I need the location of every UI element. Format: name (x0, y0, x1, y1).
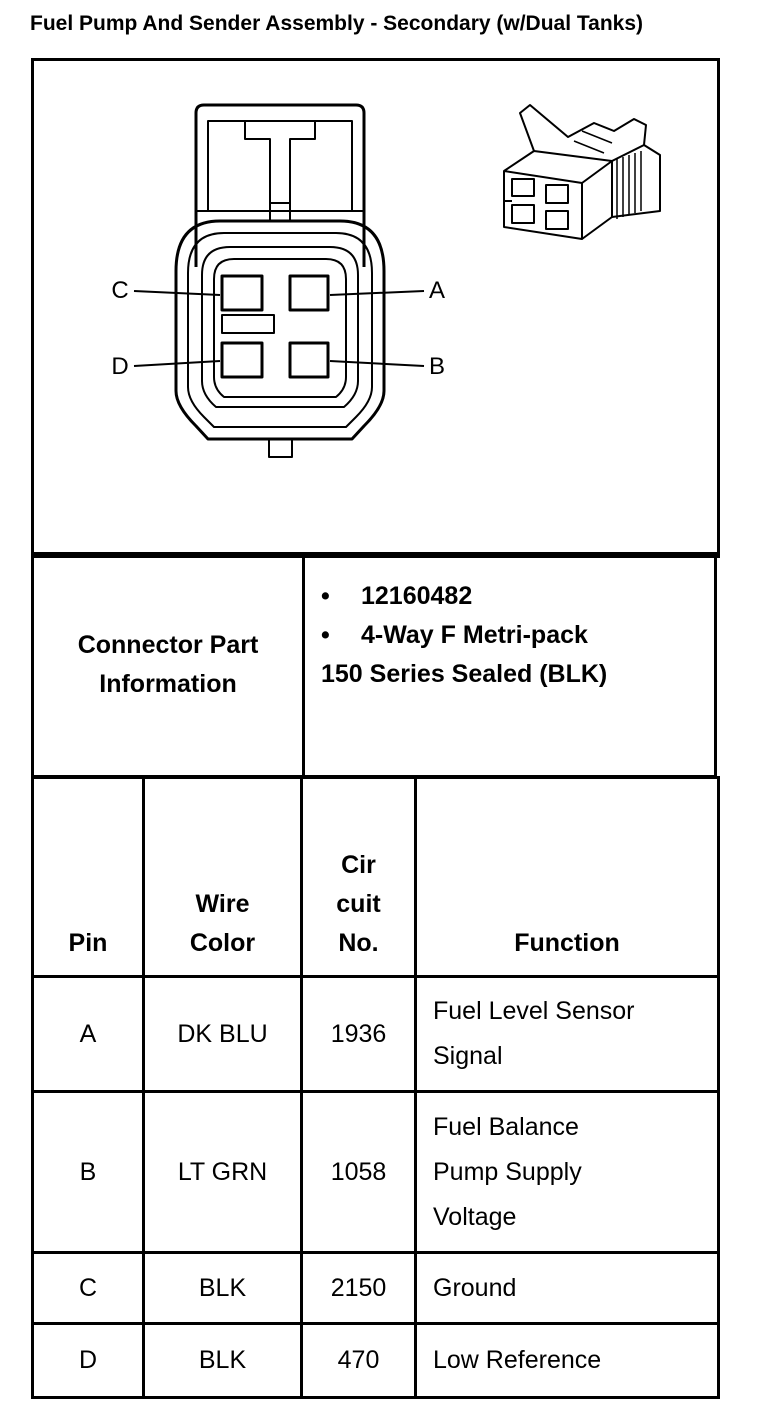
header-circuit-line: Cir (341, 851, 376, 879)
connector-series: 150 Series Sealed (BLK) (321, 660, 608, 688)
header-circuit-line: cuit (336, 890, 381, 918)
pin-label-c: C (111, 277, 129, 304)
pin-table-header: Pin Wire Color Cir cuit No. Function (31, 776, 720, 978)
bullet-marker: • (321, 582, 330, 610)
connector-info-label-line: Information (99, 670, 237, 698)
connector-info-table: Connector Part Information • 12160482 • 4-… (31, 552, 717, 778)
connector-info-label-line: Connector Part (77, 631, 259, 659)
circuit-cell: 2150 (300, 1251, 417, 1325)
function-line: Fuel Balance (433, 1112, 579, 1141)
function-line: Low Reference (433, 1346, 602, 1374)
header-wire-color: Wire Color (142, 776, 303, 978)
connector-type: 4-Way F Metri-pack (361, 621, 588, 649)
circuit-cell: 1058 (300, 1090, 417, 1254)
function-line: Voltage (433, 1202, 517, 1231)
pin-cell: B (31, 1090, 145, 1254)
header-pin-text: Pin (68, 929, 108, 957)
wire-color-cell: DK BLU (142, 975, 303, 1093)
connector-info-values: • 12160482 • 4-Way F Metri-pack 150 Series… (302, 552, 717, 778)
header-wire-color-line: Color (189, 929, 256, 957)
part-number-line: • 12160482 (321, 577, 714, 616)
header-function: Function (414, 776, 720, 978)
table-row: A DK BLU 1936 Fuel Level Sensor Signal (31, 975, 720, 1093)
circuit-cell: 470 (300, 1322, 417, 1399)
connector-diagram: C A D B (31, 58, 720, 558)
table-row: D BLK 470 Low Reference (31, 1322, 720, 1399)
document-title: Fuel Pump And Sender Assembly - Secondar… (30, 12, 644, 35)
connector-face-drawing (133, 103, 661, 458)
pin-cell: A (31, 975, 145, 1093)
wire-color-cell: BLK (142, 1322, 303, 1399)
table-row: B LT GRN 1058 Fuel Balance Pump Supply V… (31, 1090, 720, 1254)
pin-label-b: B (428, 353, 445, 380)
function-line: Ground (433, 1273, 517, 1302)
function-line: Signal (433, 1042, 503, 1070)
header-wire-color-line: Wire (195, 890, 250, 918)
circuit-cell: 1936 (300, 975, 417, 1093)
part-number: 12160482 (361, 582, 473, 610)
header-circuit-line: No. (338, 929, 379, 957)
connector-info-label: Connector Part Information (31, 552, 305, 778)
function-line: Fuel Level Sensor (433, 997, 635, 1025)
pin-cell: C (31, 1251, 145, 1325)
header-function-text: Function (514, 929, 620, 957)
header-pin: Pin (31, 776, 145, 978)
pin-cell: D (31, 1322, 145, 1399)
function-cell: Ground (414, 1251, 720, 1325)
wire-color-cell: BLK (142, 1251, 303, 1325)
pin-table: Pin Wire Color Cir cuit No. Function A D… (31, 776, 720, 1399)
function-cell: Low Reference (414, 1322, 720, 1399)
pin-label-d: D (111, 353, 129, 380)
connector-type-line: • 4-Way F Metri-pack (321, 616, 714, 655)
function-cell: Fuel Level Sensor Signal (414, 975, 720, 1093)
function-line: Pump Supply (433, 1157, 582, 1186)
table-row: C BLK 2150 Ground (31, 1251, 720, 1325)
function-cell: Fuel Balance Pump Supply Voltage (414, 1090, 720, 1254)
pin-label-a: A (428, 277, 445, 304)
header-circuit-no: Cir cuit No. (300, 776, 417, 978)
bullet-marker: • (321, 621, 330, 649)
wire-color-cell: LT GRN (142, 1090, 303, 1254)
